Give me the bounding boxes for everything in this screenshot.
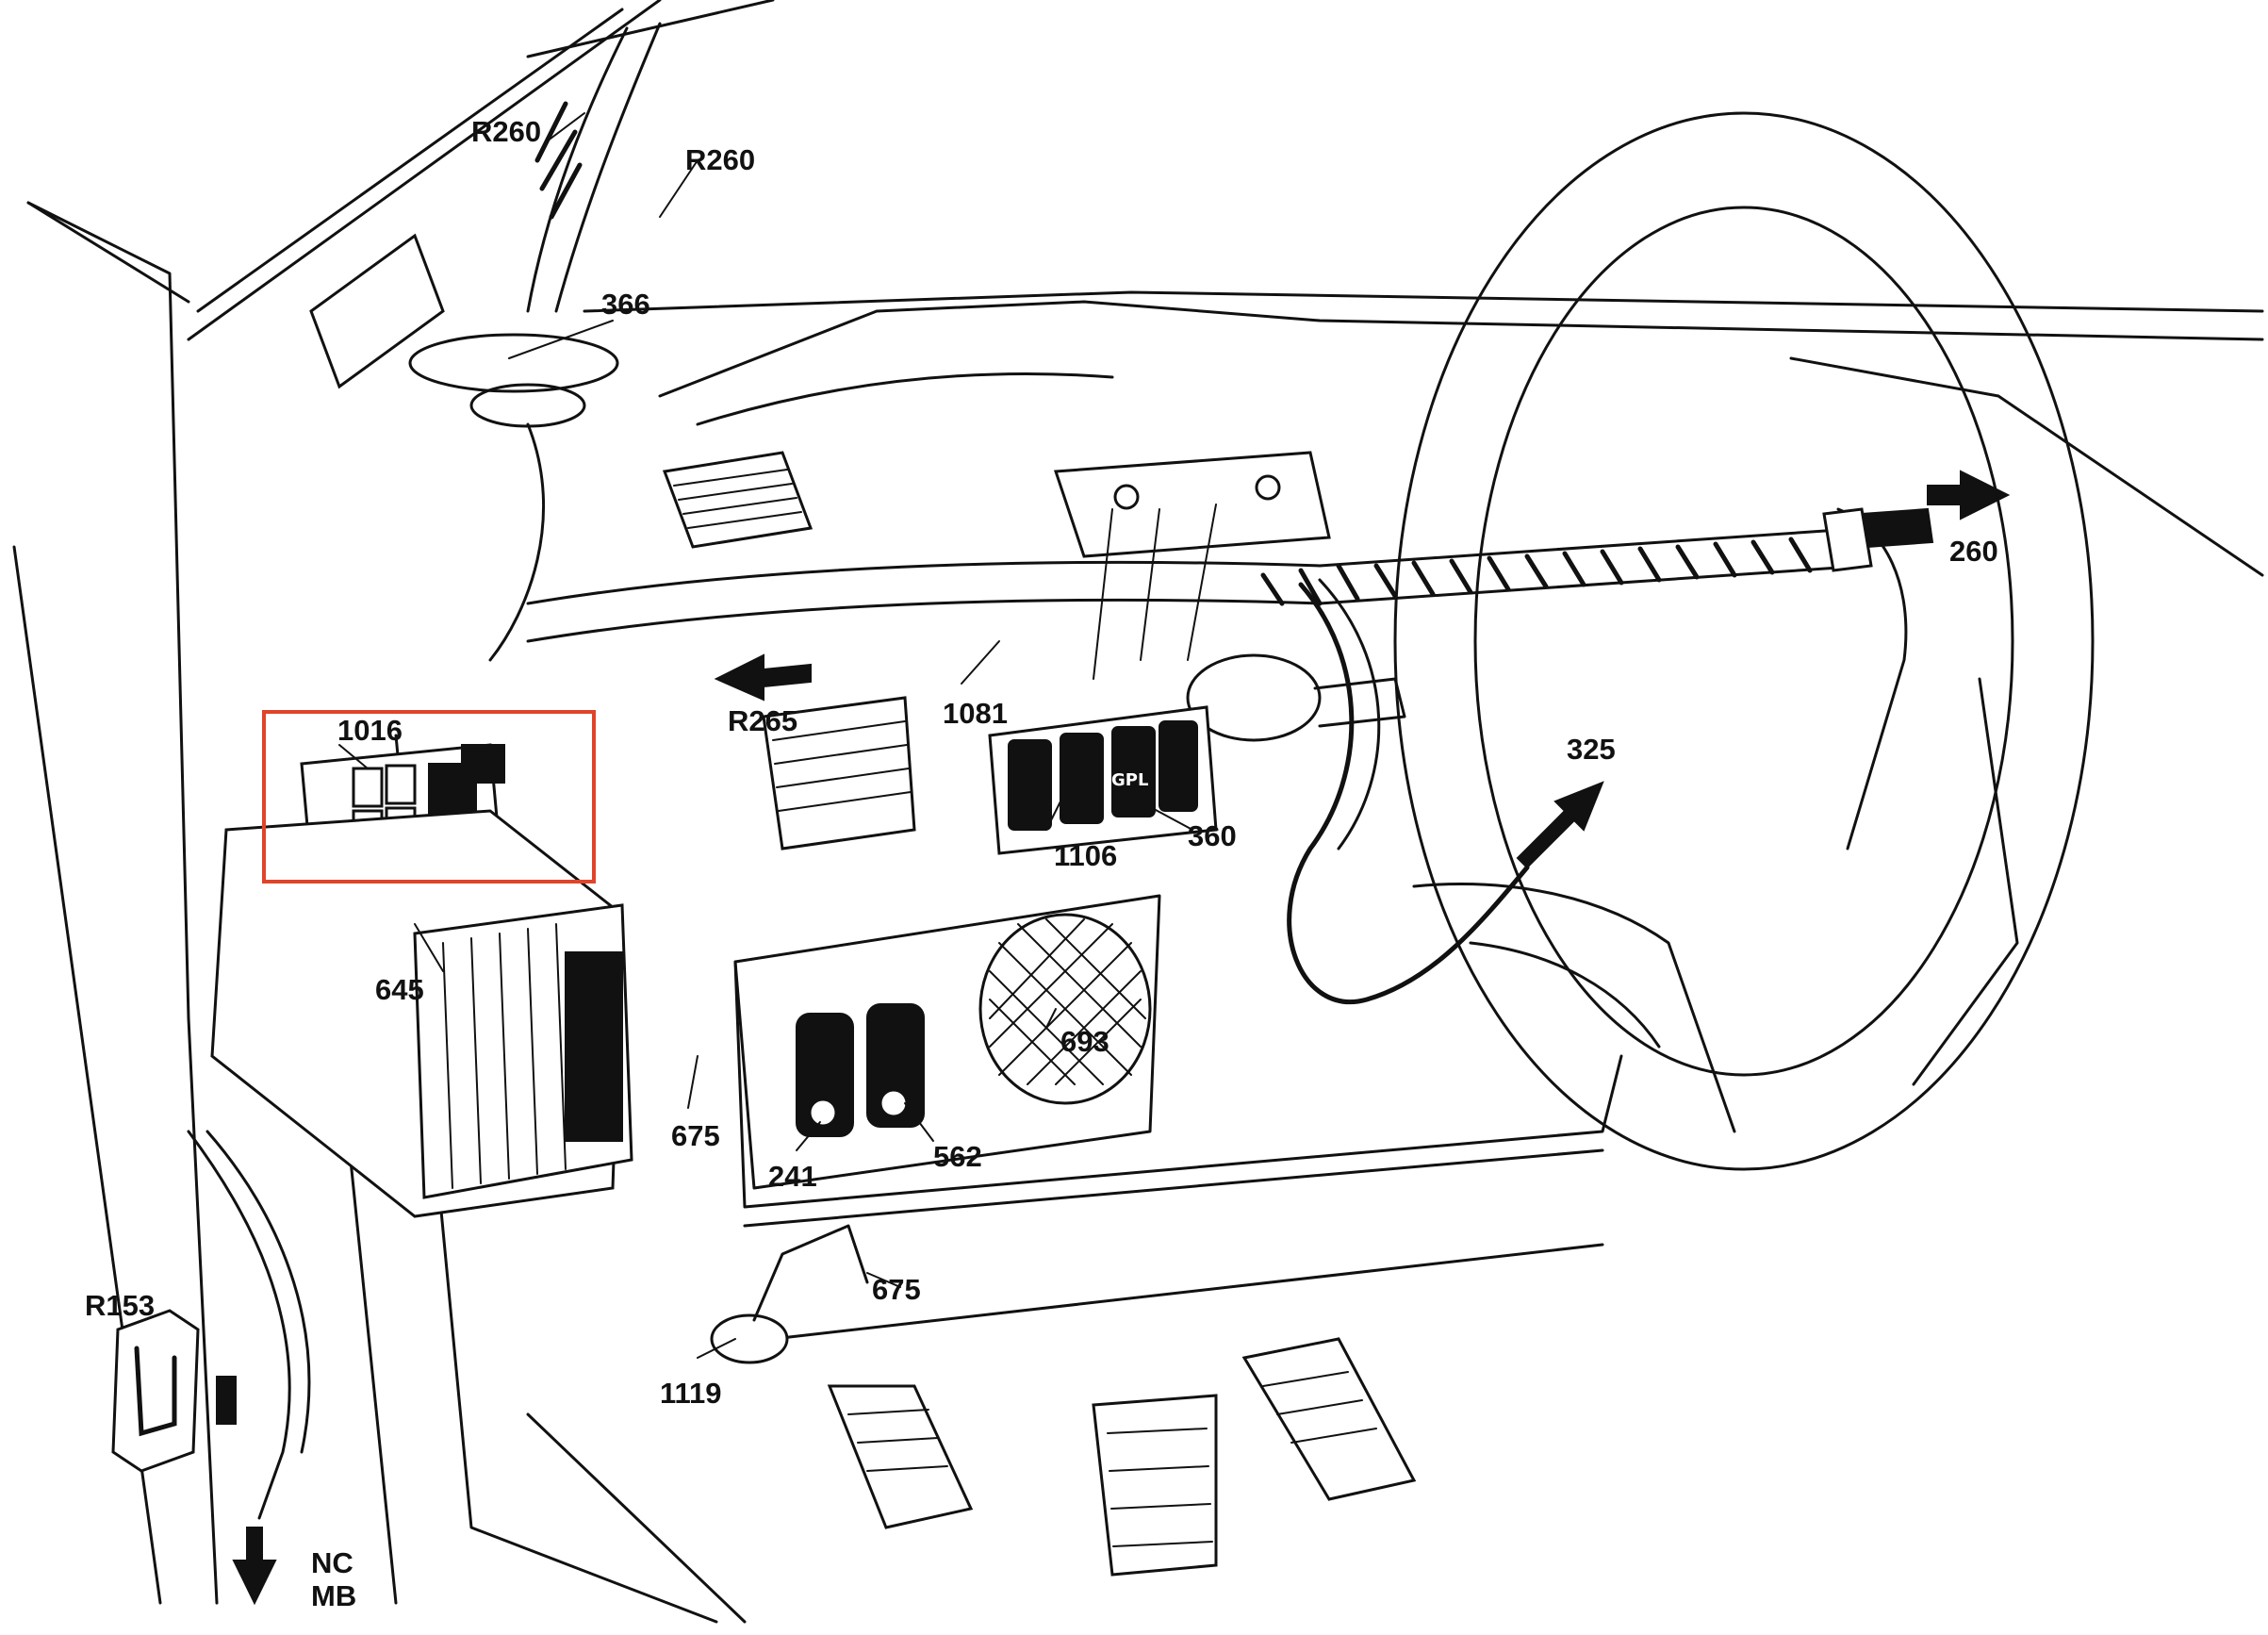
callout-mb: MB [311,1579,356,1612]
callout-r153: R153 [85,1289,155,1322]
wiper-stalk [1186,653,1406,742]
callout-1106: 1106 [1054,839,1117,872]
gpl-switch-label: GPL [1111,770,1148,790]
callout-1081: 1081 [943,697,1008,730]
instrument-cluster [1053,451,1331,680]
pedals [827,1337,1417,1577]
callout-1119: 1119 [660,1377,722,1410]
arrow-down-nc-mb [232,1527,277,1606]
callout-366: 366 [601,288,650,321]
arrow-to-260 [1927,470,2011,520]
callout-nc: NC [311,1546,353,1579]
centre-air-vent [762,696,916,851]
speaker-grille [978,913,1152,1105]
a-pillar-harness [309,22,662,662]
callout-325: 325 [1567,733,1616,766]
arrow-to-325 [1516,781,1604,869]
steering-wheel [1393,111,2095,1171]
connector-1119 [710,1224,869,1364]
arrow-r265 [714,653,812,702]
leader-lines [338,112,1193,1359]
callout-r260-b: R260 [685,143,755,176]
callout-r260-a: R260 [471,115,541,148]
rear-fog-switches [796,1003,925,1137]
lower-dash-panel [733,894,1623,1341]
callout-675-a: 675 [671,1119,720,1152]
ecu-module [210,809,633,1218]
callout-693: 693 [1060,1025,1109,1058]
left-air-vent [662,451,814,549]
callout-360: 360 [1188,819,1237,852]
callout-675-b: 675 [872,1273,921,1306]
callout-562: 562 [933,1140,982,1173]
callout-r265: R265 [728,704,797,737]
highlight-frame [262,710,596,884]
callout-labels: R260 R260 366 260 1016 R265 1081 325 110… [85,115,1998,1612]
connector-r153 [111,1130,311,1520]
callout-645: 645 [375,973,424,1006]
callout-241: 241 [768,1160,817,1193]
windscreen-frame [526,0,2264,577]
dashboard-harness [526,507,1934,643]
switch-panel: GPL [988,705,1218,855]
callout-1016: 1016 [337,714,403,747]
callout-260: 260 [1949,535,1998,568]
column-harness [1287,578,1530,1004]
